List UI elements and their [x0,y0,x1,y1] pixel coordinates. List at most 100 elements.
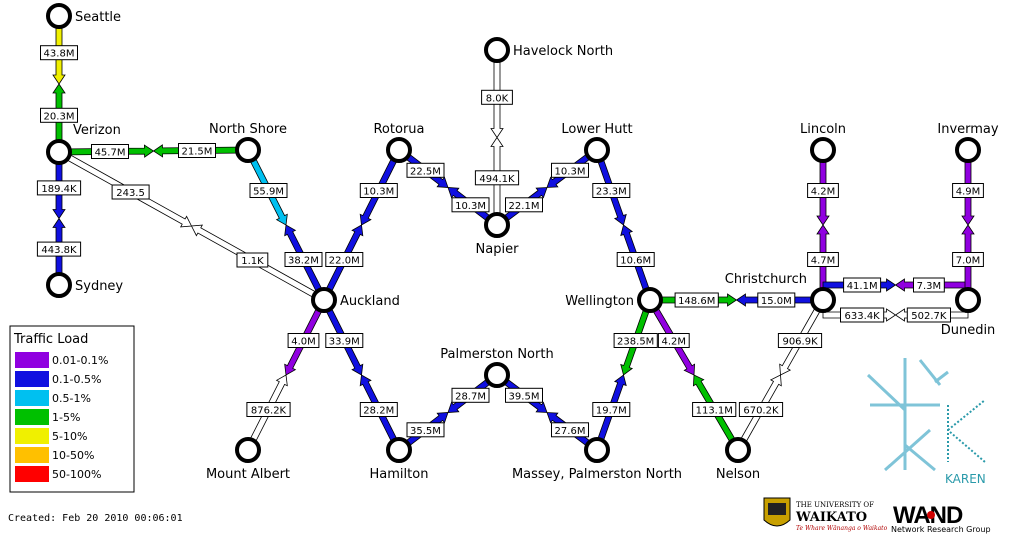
link-load-label: 189.4K [36,180,82,196]
node-icon[interactable] [484,362,510,388]
node-icon[interactable] [955,137,981,163]
link-load-label: 10.3M [551,162,589,178]
node-label: Lower Hutt [561,122,632,137]
node-hamilton[interactable]: Hamilton [370,437,429,482]
link-load-text: 22.1M [509,201,540,212]
waikato-line2: WAIKATO [795,510,867,525]
node-palmerston[interactable]: Palmerston North [440,347,554,388]
link-load-label: 876.2K [246,402,291,417]
link-load-label: 15.0M [757,292,796,308]
node-icon[interactable] [810,287,836,313]
link-load-text: 906.9K [782,337,818,348]
link-load-label: 39.5M [505,387,543,403]
node-lowerhutt[interactable]: Lower Hutt [561,122,633,163]
link-hamilton-palmerston [396,372,500,453]
node-rotorua[interactable]: Rotorua [373,122,425,163]
node-label: Napier [476,242,520,257]
node-icon[interactable] [484,212,510,238]
link-load-text: 502.7K [911,311,947,322]
node-lincoln[interactable]: Lincoln [800,122,846,163]
node-massey[interactable]: Massey, Palmerston North [512,437,682,482]
legend-item-label: 5-10% [52,430,87,443]
legend-item: 1-5% [15,409,80,425]
node-havelock[interactable]: Havelock North [484,37,613,63]
link-load-text: 494.1K [479,174,515,185]
node-auckland[interactable]: Auckland [311,287,400,313]
node-icon[interactable] [386,437,412,463]
link-load-text: 10.3M [555,166,586,177]
link-load-label: 1.1K [236,252,269,268]
node-label: Massey, Palmerston North [512,467,682,482]
node-icon[interactable] [235,137,261,163]
node-northshore[interactable]: North Shore [209,122,287,163]
link-load-text: 22.5M [410,166,441,177]
link-load-text: 148.6M [678,296,715,307]
link-load-text: 19.7M [596,406,627,417]
node-icon[interactable] [311,287,337,313]
link-load-label: 10.3M [451,197,490,213]
legend-item-label: 10-50% [52,449,94,462]
link-load-text: 20.3M [44,111,75,122]
legend-item-label: 0.1-0.5% [52,373,101,386]
link-load-text: 4.7M [811,256,836,267]
node-icon[interactable] [386,137,412,163]
link-northshore-verizon [58,144,249,158]
node-seattle[interactable]: Seattle [46,3,121,29]
link-load-label: 43.8M [40,45,78,61]
legend-item: 0.1-0.5% [15,371,101,387]
link-load-text: 15.0M [761,296,792,307]
karen-logo-dots [947,399,986,463]
link-load-text: 10.3M [363,187,394,198]
links-layer: 20.3M43.8M21.5M45.7M189.4K443.8K1.1K243.… [36,15,984,453]
node-dunedin[interactable]: Dunedin [941,287,996,338]
legend-item-label: 50-100% [52,468,101,481]
node-icon[interactable] [484,37,510,63]
legend-item: 0.01-0.1% [15,352,108,368]
link-load-label: 55.9M [249,183,288,198]
node-icon[interactable] [235,437,261,463]
legend-swatch [15,371,49,387]
node-christchurch[interactable]: Christchurch [725,272,836,313]
link-christchurch-nelson [734,297,827,453]
node-verizon[interactable]: Verizon [46,123,121,165]
link-load-label: 443.8K [36,241,82,257]
node-invermay[interactable]: Invermay [937,122,999,163]
node-napier[interactable]: Napier [476,212,520,257]
link-christchurch-lincoln [816,149,830,301]
node-icon[interactable] [584,137,610,163]
node-label: Havelock North [513,44,613,59]
link-load-label: 27.6M [551,422,589,438]
link-auckland-rotorua [320,148,403,302]
legend-item-label: 0.5-1% [52,392,91,405]
node-icon[interactable] [46,139,72,165]
link-load-label: 19.7M [592,402,631,417]
node-icon[interactable] [637,287,663,313]
link-load-label: 38.2M [284,252,323,267]
link-load-text: 22.0M [329,256,360,267]
link-load-label: 41.1M [843,277,882,293]
link-load-label: 21.5M [178,143,216,158]
node-nelson[interactable]: Nelson [716,437,760,482]
wand-logo: WAND Network Research Group [891,502,991,534]
link-auckland-mountalbert [244,298,328,452]
node-label: Auckland [340,294,400,309]
link-load-label: 113.1M [692,402,737,417]
legend-swatch [15,447,49,463]
link-load-text: 7.0M [956,256,981,267]
legend-item-label: 1-5% [52,411,80,424]
link-load-text: 21.5M [182,147,213,158]
node-icon[interactable] [46,3,72,29]
link-load-text: 1.1K [241,256,264,267]
node-wellington[interactable]: Wellington [565,287,663,313]
node-icon[interactable] [584,437,610,463]
wand-logo-subtitle: Network Research Group [891,525,991,534]
node-mountalbert[interactable]: Mount Albert [206,437,290,482]
node-icon[interactable] [725,437,751,463]
node-sydney[interactable]: Sydney [46,272,123,298]
node-icon[interactable] [46,272,72,298]
link-napier-lowerhutt [494,147,600,228]
node-label: Verizon [73,123,121,138]
node-icon[interactable] [810,137,836,163]
node-icon[interactable] [955,287,981,313]
